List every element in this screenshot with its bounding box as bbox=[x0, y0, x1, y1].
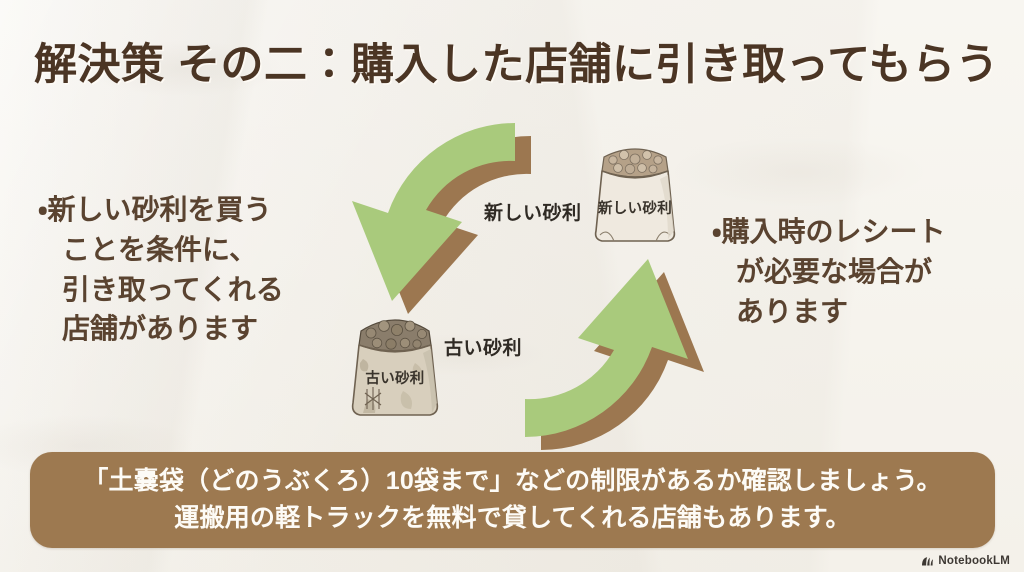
bullet-left-line-1: ・新しい砂利を買う bbox=[38, 194, 272, 225]
bullet-block-left: ・新しい砂利を買う ことを条件に、 引き取ってくれる 店舗があります bbox=[38, 190, 284, 349]
sack-body-new bbox=[594, 170, 676, 242]
sack-body-old bbox=[351, 344, 439, 416]
bag-new-gravel-label: 新しい砂利 bbox=[598, 201, 672, 217]
gravel-pile-old bbox=[358, 319, 432, 352]
notebooklm-icon bbox=[921, 556, 934, 567]
diagram-label-new-gravel: 新しい砂利 bbox=[484, 203, 582, 224]
notebooklm-label: NotebookLM bbox=[938, 555, 1010, 567]
bag-old-gravel-label: 古い砂利 bbox=[365, 371, 425, 387]
bullet-left-line-4: 店舗があります bbox=[62, 313, 259, 345]
gravel-pile-new bbox=[601, 148, 669, 178]
bottom-note-banner: 「土嚢袋（どのうぶくろ）10袋まで」などの制限があるか確認しましょう。 運搬用の… bbox=[30, 452, 995, 548]
bullet-left-line-2: ことを条件に、 bbox=[62, 233, 258, 265]
banner-line-1: 「土嚢袋（どのうぶくろ）10袋まで」などの制限があるか確認しましょう。 bbox=[83, 466, 942, 495]
banner-line-2: 運搬用の軽トラックを無料で貸してくれる店舗もあります。 bbox=[174, 504, 851, 532]
notebooklm-watermark: NotebookLM bbox=[921, 555, 1010, 567]
bag-new-gravel: 新しい砂利 bbox=[588, 135, 682, 251]
page-title: 解決策 その二：購入した店舗に引き取ってもらう bbox=[34, 41, 1000, 89]
bullet-block-right: ・購入時のレシート が必要な場合が あります bbox=[712, 212, 946, 331]
bullet-right-line-2: が必要な場合が bbox=[736, 255, 933, 287]
bullet-left-line-3: 引き取ってくれる bbox=[62, 273, 284, 305]
diagram-label-old-gravel: 古い砂利 bbox=[444, 338, 523, 359]
patch-stitches bbox=[364, 387, 382, 410]
bullet-right-line-1: ・購入時のレシート bbox=[712, 216, 946, 247]
bag-old-gravel: 古い砂利 bbox=[345, 305, 445, 423]
bullet-right-line-3: あります bbox=[736, 295, 849, 327]
